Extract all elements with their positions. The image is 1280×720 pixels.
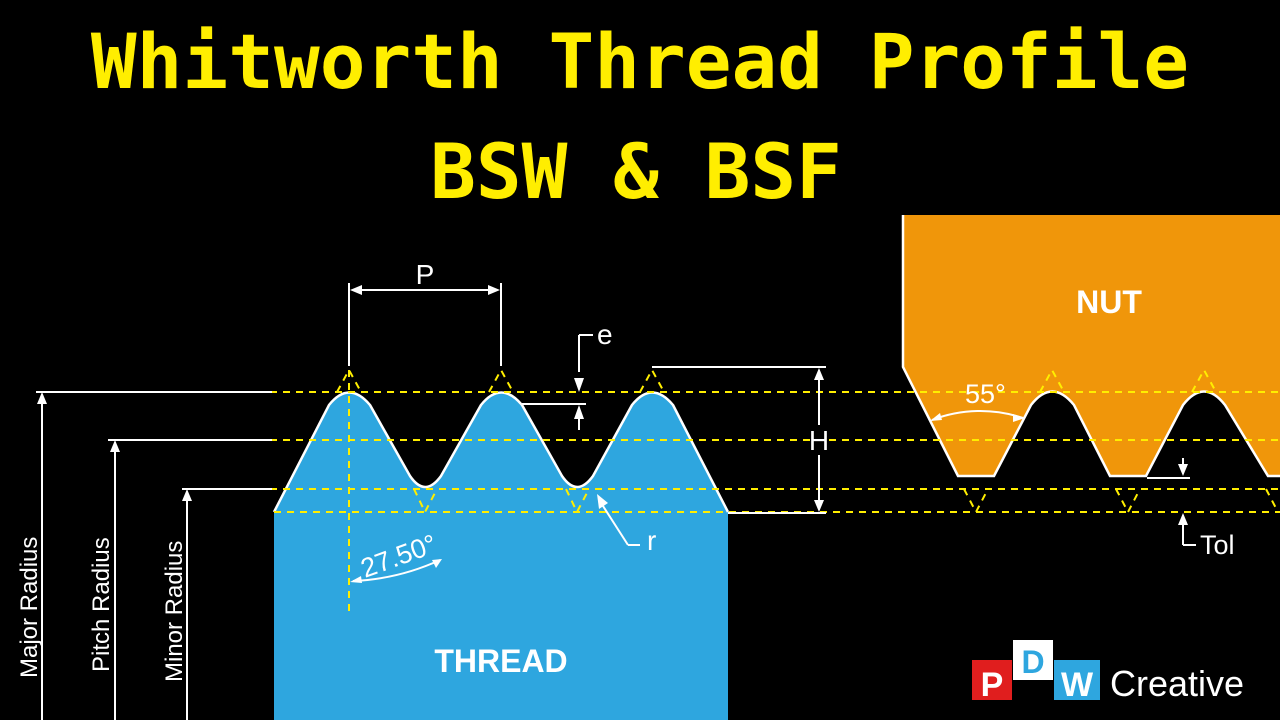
logo-word: Creative xyxy=(1110,663,1244,704)
pitch-radius-label: Pitch Radius xyxy=(88,537,115,672)
tolerance-label: Tol xyxy=(1200,530,1235,560)
logo-letter-d: D xyxy=(1021,644,1044,680)
nut-body xyxy=(903,215,1280,476)
logo-letter-w: W xyxy=(1061,666,1094,704)
thread-angle-label: 55° xyxy=(965,379,1006,409)
logo-d-tile xyxy=(1013,640,1053,680)
thread-label: THREAD xyxy=(434,643,567,679)
logo-w-tile xyxy=(1054,660,1100,700)
logo-letter-p: P xyxy=(981,666,1004,704)
root-radius-label: r xyxy=(647,525,656,556)
nut-label: NUT xyxy=(1076,284,1142,320)
height-label: H xyxy=(809,425,829,456)
thread-outline xyxy=(272,391,730,513)
arrowheads xyxy=(37,285,1188,583)
thread-body xyxy=(274,392,728,720)
pitch-label: P xyxy=(416,259,435,290)
title-line-1: Whitworth Thread Profile xyxy=(91,17,1189,106)
minor-radius-label: Minor Radius xyxy=(161,541,188,682)
major-radius-label: Major Radius xyxy=(16,537,43,678)
construction-lines xyxy=(270,367,1280,612)
truncation-label: e xyxy=(597,319,613,350)
logo-p-tile xyxy=(972,660,1012,700)
title-line-2: BSW & BSF xyxy=(430,127,842,216)
pdw-creative-logo: P D W Creative xyxy=(972,640,1244,704)
